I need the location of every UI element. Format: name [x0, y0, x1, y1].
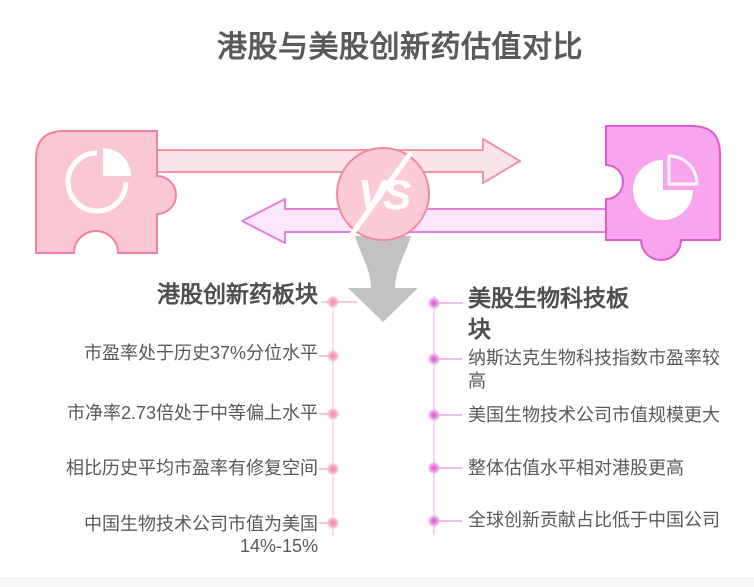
left-item-4-connector [319, 522, 333, 524]
left-item-2-connector [319, 413, 333, 415]
left-item-1-connector [319, 355, 333, 357]
page-title: 港股与美股创新药估值对比 [217, 31, 583, 64]
left-item-4: 中国生物技术公司市值为美国 14%-15% [84, 514, 318, 556]
left-item-3-dot [327, 463, 339, 475]
pie-chart-icon [65, 148, 131, 214]
arrow-right-icon [149, 138, 521, 184]
hero-illustration: VS [35, 125, 721, 322]
left-puzzle-piece [35, 130, 177, 254]
left-item-3: 相比历史平均市盈率有修复空间 [66, 458, 318, 478]
left-panel-heading: 港股创新药板块 [157, 281, 318, 307]
right-item-1: 纳斯达克生物科技指数市盈率较 高 [468, 348, 720, 391]
right-item-1-connector [435, 358, 462, 360]
arrow-down-icon [348, 236, 418, 322]
right-item-4: 全球创新贡献占比低于中国公司 [468, 510, 720, 530]
right-item-1-dot [428, 353, 440, 365]
right-item-4-dot [428, 515, 440, 527]
footer-strip [0, 578, 754, 587]
right-heading-connector [435, 302, 463, 304]
right-item-3-connector [435, 467, 462, 469]
left-heading-dot [327, 296, 339, 308]
right-item-3: 整体估值水平相对港股更高 [468, 458, 684, 478]
vs-badge-icon: VS [336, 147, 430, 241]
vs-slash [349, 151, 413, 237]
right-item-2-connector [435, 414, 462, 416]
left-item-1: 市盈率处于历史37%分位水平 [83, 343, 318, 363]
right-item-2: 美国生物技术公司市值规模更大 [468, 405, 720, 425]
left-item-2-dot [327, 408, 339, 420]
left-heading-connector [321, 301, 357, 303]
left-item-1-dot [327, 350, 339, 362]
left-item-4-dot [327, 517, 339, 529]
right-puzzle-piece [605, 125, 721, 261]
right-item-4-connector [435, 520, 462, 522]
right-item-3-dot [428, 462, 440, 474]
right-heading-dot [428, 297, 440, 309]
right-item-2-dot [428, 409, 440, 421]
right-panel-heading: 美股生物科技板 块 [468, 285, 629, 342]
arrow-left-icon [241, 198, 611, 244]
pie-chart-icon [633, 154, 699, 220]
left-item-2: 市净率2.73倍处于中等偏上水平 [66, 403, 318, 423]
left-item-3-connector [319, 468, 333, 470]
